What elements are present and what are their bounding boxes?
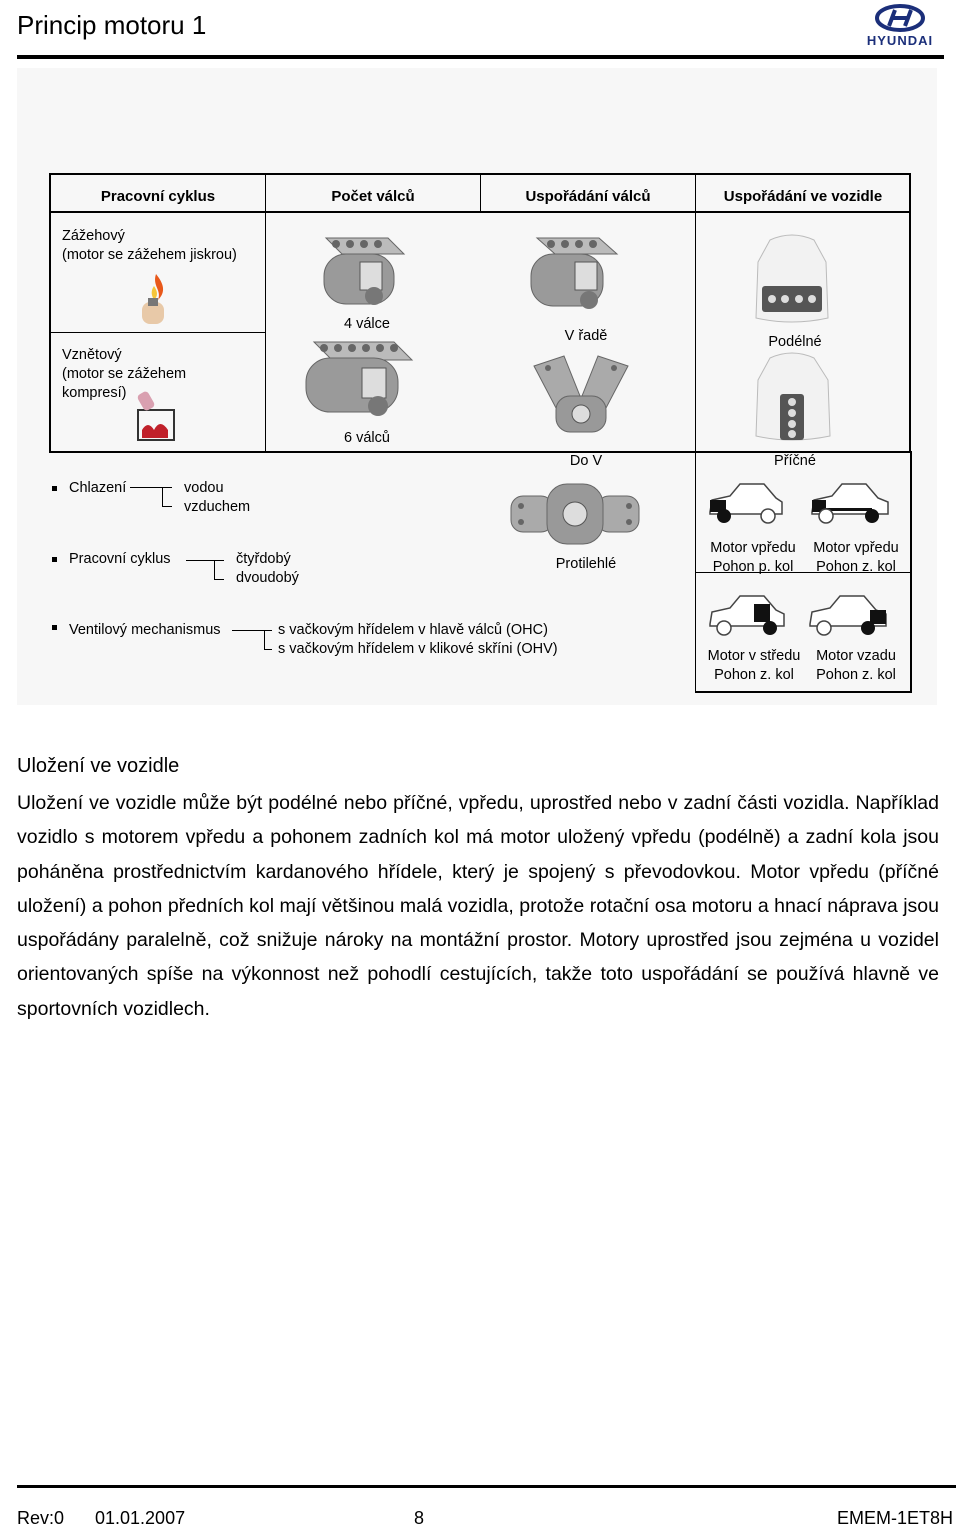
connector-line	[232, 630, 272, 631]
rear-engine-rwd-label: Motor vzadu Pohon z. kol	[816, 648, 896, 683]
section-heading: Uložení ve vozidle	[17, 755, 180, 777]
page-title: Princip motoru 1	[17, 10, 207, 40]
footer-date: 01.01.2007	[95, 1508, 186, 1528]
front-engine-fwd-car-icon	[709, 483, 783, 524]
front-engine-fwd-label: Motor vpředu Pohon p. kol	[710, 540, 796, 575]
valvetrain-label: Ventilový mechanismus	[69, 622, 221, 638]
footer-revision: Rev:0	[17, 1508, 65, 1528]
spark-flame-icon	[142, 274, 164, 324]
placement-longitudinal-label: Podélné	[768, 334, 822, 350]
boxer-engine-icon	[510, 483, 640, 545]
arrangement-boxer-label: Protilehlé	[555, 556, 617, 572]
header-cylinder-count: Počet válců	[331, 188, 415, 205]
front-engine-rwd-label: Motor vpředu Pohon z. kol	[813, 540, 899, 575]
bracket	[264, 630, 272, 650]
diesel-injection-icon	[137, 391, 175, 441]
v-engine-icon	[533, 355, 629, 433]
header-vehicle-placement: Uspořádání ve vozidle	[723, 188, 883, 205]
bullet-icon	[52, 557, 57, 562]
title-rule	[17, 55, 944, 59]
cycle-type-label: Pracovní cyklus	[69, 551, 171, 567]
table-divider	[695, 175, 696, 693]
cycle-compression-ignition: Vznětový (motor se zážehem kompresí)	[62, 347, 187, 401]
table-row-divider	[695, 572, 911, 573]
hyundai-logo: HYUNDAI	[862, 4, 938, 48]
placement-transverse-label: Příčné	[774, 453, 816, 469]
header-working-cycle: Pracovní cyklus	[100, 188, 216, 205]
bullet-icon	[52, 625, 57, 630]
cylinders-six-label: 6 válců	[344, 430, 390, 446]
connector-line	[130, 487, 172, 488]
footer-document-code: EMEM-1ET8H	[837, 1508, 954, 1528]
brand-wordmark: HYUNDAI	[867, 33, 933, 48]
six-cylinder-engine-icon	[305, 341, 414, 416]
footer-page-number: 8	[414, 1508, 425, 1528]
cycle-spark-ignition: Zážehový (motor se zážehem jiskrou)	[62, 228, 237, 263]
classification-table	[49, 173, 911, 453]
longitudinal-placement-car-icon	[755, 234, 829, 323]
cooling-label: Chlazení	[69, 480, 127, 496]
inline-engine-icon	[530, 237, 619, 309]
cylinders-four-label: 4 válce	[344, 316, 390, 332]
bullet-icon	[52, 486, 57, 491]
footer-rule	[17, 1485, 956, 1488]
arrangement-inline-label: V řadě	[564, 328, 608, 344]
table-divider	[265, 175, 266, 452]
four-cylinder-engine-icon	[323, 237, 406, 305]
front-engine-rwd-car-icon	[811, 483, 889, 524]
table-row-divider	[51, 332, 265, 333]
table-divider	[910, 451, 912, 693]
table-divider	[480, 175, 481, 213]
bracket	[162, 487, 172, 507]
transverse-placement-car-icon	[755, 352, 831, 441]
cycle-type-options: čtyřdobý dvoudobý	[236, 551, 299, 586]
rear-engine-rwd-car-icon	[809, 595, 887, 636]
table-row-divider	[695, 691, 911, 693]
table-row-divider	[266, 451, 480, 452]
header-cylinder-arrangement: Uspořádání válců	[525, 188, 651, 205]
body-paragraph: Uložení ve vozidle může být podélné nebo…	[17, 792, 939, 1020]
mid-engine-rwd-car-icon	[709, 595, 785, 636]
arrangement-v-label: Do V	[569, 453, 603, 469]
valvetrain-options: s vačkovým hřídelem v hlavě válců (OHC) …	[278, 622, 558, 657]
cooling-options: vodou vzduchem	[184, 480, 251, 515]
mid-engine-rwd-label: Motor v středu Pohon z. kol	[707, 648, 801, 683]
connector-line	[186, 560, 224, 561]
bracket	[214, 560, 224, 580]
